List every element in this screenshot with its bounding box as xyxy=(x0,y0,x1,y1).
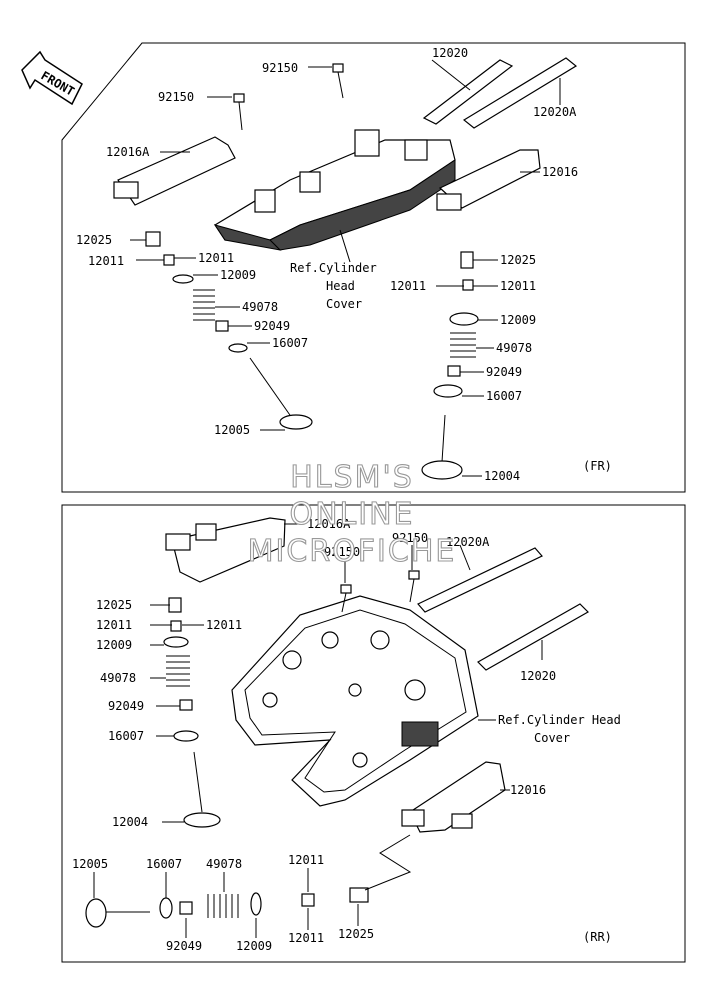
label-rr-12011-b: 12011 xyxy=(206,618,242,632)
label-rr-12016a: 12016A xyxy=(307,517,351,531)
label-rr-12020a: 12020A xyxy=(446,535,490,549)
label-rr-12025: 12025 xyxy=(96,598,132,612)
label-rr-49078: 49078 xyxy=(100,671,136,685)
fr-rocker-shaft-12020a xyxy=(462,57,578,129)
rr-bottom-valve-train xyxy=(85,834,412,928)
watermark-line-2: ONLINE xyxy=(289,497,414,532)
watermark-line-1: HLSM'S xyxy=(290,460,414,495)
fr-rocker-arm-12016 xyxy=(436,149,541,211)
label-fr-12020: 12020 xyxy=(432,46,468,60)
rr-leader-lines xyxy=(93,523,543,938)
label-fr-49078-r: 49078 xyxy=(496,341,532,355)
fr-section: 92150 12020 92150 12020A 12016A 12016 12… xyxy=(61,42,686,493)
fr-bolt-92150-a xyxy=(233,93,245,131)
label-fr-12011-r2: 12011 xyxy=(500,279,536,293)
label-rr-b-92049: 92049 xyxy=(166,939,202,953)
label-rr-12009: 12009 xyxy=(96,638,132,652)
label-rr-16007: 16007 xyxy=(108,729,144,743)
label-rr-92150-a: 92150 xyxy=(324,545,360,559)
fr-leader-lines xyxy=(130,59,561,477)
fr-panel-border xyxy=(61,42,686,493)
label-fr-49078-l: 49078 xyxy=(242,300,278,314)
label-rr-12016: 12016 xyxy=(510,783,546,797)
fr-ref-line-1: Ref.Cylinder xyxy=(290,261,377,275)
label-rr-12011-a: 12011 xyxy=(96,618,132,632)
fr-ref-line-3: Cover xyxy=(326,297,362,311)
rr-rocker-shaft-12020 xyxy=(477,603,589,671)
label-fr-12016a: 12016A xyxy=(106,145,150,159)
watermark: HLSM'S ONLINE MICROFICHE xyxy=(247,459,457,569)
label-fr-92049-l: 92049 xyxy=(254,319,290,333)
label-fr-12005: 12005 xyxy=(214,423,250,437)
label-rr-92049: 92049 xyxy=(108,699,144,713)
label-rr-b-12005: 12005 xyxy=(72,857,108,871)
rr-panel-border xyxy=(61,504,686,963)
rr-rocker-arm-12016 xyxy=(401,761,506,833)
fr-section-tag: (FR) xyxy=(583,459,612,473)
label-fr-12016: 12016 xyxy=(542,165,578,179)
fr-ref-line-2: Head xyxy=(326,279,355,293)
label-rr-b-49078: 49078 xyxy=(206,857,242,871)
label-rr-12004: 12004 xyxy=(112,815,148,829)
front-arrow-icon: FRONT xyxy=(21,50,83,106)
label-fr-12009-l: 12009 xyxy=(220,268,256,282)
label-rr-b-12011-t: 12011 xyxy=(288,853,324,867)
rr-bolt-92150-b xyxy=(408,570,420,603)
label-fr-92049-r: 92049 xyxy=(486,365,522,379)
label-fr-12011-l2: 12011 xyxy=(198,251,234,265)
label-fr-12009-r: 12009 xyxy=(500,313,536,327)
label-fr-12011-r1: 12011 xyxy=(390,279,426,293)
rr-cylinder-head-cover xyxy=(231,595,479,807)
rr-rocker-shaft-12020a xyxy=(417,547,543,613)
label-fr-12011-l1: 12011 xyxy=(88,254,124,268)
watermark-line-3: MICROFICHE xyxy=(248,534,457,569)
fr-rocker-shaft-12020 xyxy=(422,59,514,125)
rr-section: 12016A 92150 92150 12020A 12020 12025 12… xyxy=(61,504,686,963)
label-rr-b-12011-b: 12011 xyxy=(288,931,324,945)
fr-right-valve-train xyxy=(421,251,479,480)
label-rr-b-16007: 16007 xyxy=(146,857,182,871)
rr-bolt-92150-a xyxy=(340,584,352,613)
rr-rocker-arm-12016a xyxy=(165,517,286,583)
rr-left-valve-train xyxy=(163,597,221,828)
label-rr-12020: 12020 xyxy=(520,669,556,683)
label-fr-92150-a: 92150 xyxy=(158,90,194,104)
label-fr-12004: 12004 xyxy=(484,469,520,483)
label-rr-92150-b: 92150 xyxy=(392,531,428,545)
label-fr-12020a: 12020A xyxy=(533,105,577,119)
rr-ref-line-1: Ref.Cylinder Head xyxy=(498,713,621,727)
rr-ref-line-2: Cover xyxy=(534,731,570,745)
label-fr-16007-r: 16007 xyxy=(486,389,522,403)
fr-bolt-92150-b xyxy=(332,63,344,99)
label-rr-b-12025: 12025 xyxy=(338,927,374,941)
label-fr-16007-l: 16007 xyxy=(272,336,308,350)
label-rr-b-12009: 12009 xyxy=(236,939,272,953)
fr-cylinder-head-cover xyxy=(213,129,456,251)
label-fr-12025-l: 12025 xyxy=(76,233,112,247)
label-fr-12025-r: 12025 xyxy=(500,253,536,267)
fr-rocker-arm-12016a xyxy=(113,136,236,206)
fr-left-valve-train xyxy=(145,231,313,430)
label-fr-92150-b: 92150 xyxy=(262,61,298,75)
rr-section-tag: (RR) xyxy=(583,930,612,944)
